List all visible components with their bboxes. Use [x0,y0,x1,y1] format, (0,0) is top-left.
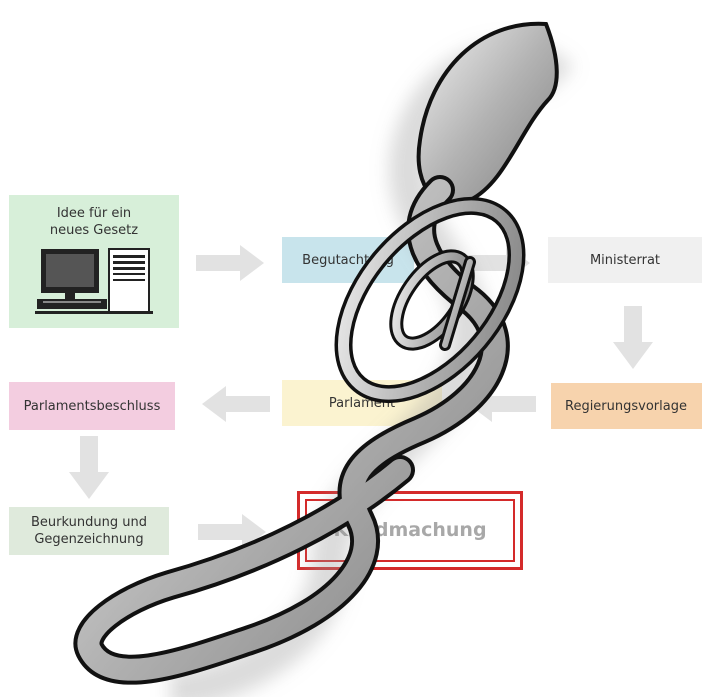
node-kundmachung-inner-border [305,499,515,562]
logo-hook-top [416,21,559,207]
node-parlament-label: Parlament [328,395,396,411]
arrow-beurkundung-to-kundmachung [198,512,268,552]
node-parlamentsbeschluss-label: Parlamentsbeschluss [23,398,161,414]
arrow-parlament-to-parlamentsbeschluss [200,384,270,424]
arrow-regierungsvorlage-to-parlament [466,384,536,424]
node-ministerrat-label: Ministerrat [589,252,661,268]
node-idee: Idee für ein neues Gesetz [9,195,179,328]
node-parlamentsbeschluss: Parlamentsbeschluss [9,382,175,430]
node-parlament: Parlament [282,380,442,426]
arrow-idee-to-begutachtung [196,243,266,283]
node-regierungsvorlage: Regierungsvorlage [551,383,702,429]
node-beurkundung-label: Beurkundung und Gegenzeichnung [31,515,147,547]
node-kundmachung: Kundmachung [297,491,523,570]
arrow-begutachtung-to-ministerrat [462,243,532,283]
computer-icon [35,247,155,324]
node-idee-label: Idee für ein neues Gesetz [49,206,139,238]
node-begutachtung-label: Begutachtung [302,252,394,268]
arrow-parlamentsbeschluss-to-beurkundung [68,436,110,500]
node-begutachtung: Begutachtung [282,237,414,283]
node-ministerrat: Ministerrat [548,237,702,283]
node-beurkundung: Beurkundung und Gegenzeichnung [9,507,169,555]
node-regierungsvorlage-label: Regierungsvorlage [565,398,687,414]
arrow-ministerrat-to-regierungsvorlage [612,306,654,370]
logo-shadow [169,41,574,697]
